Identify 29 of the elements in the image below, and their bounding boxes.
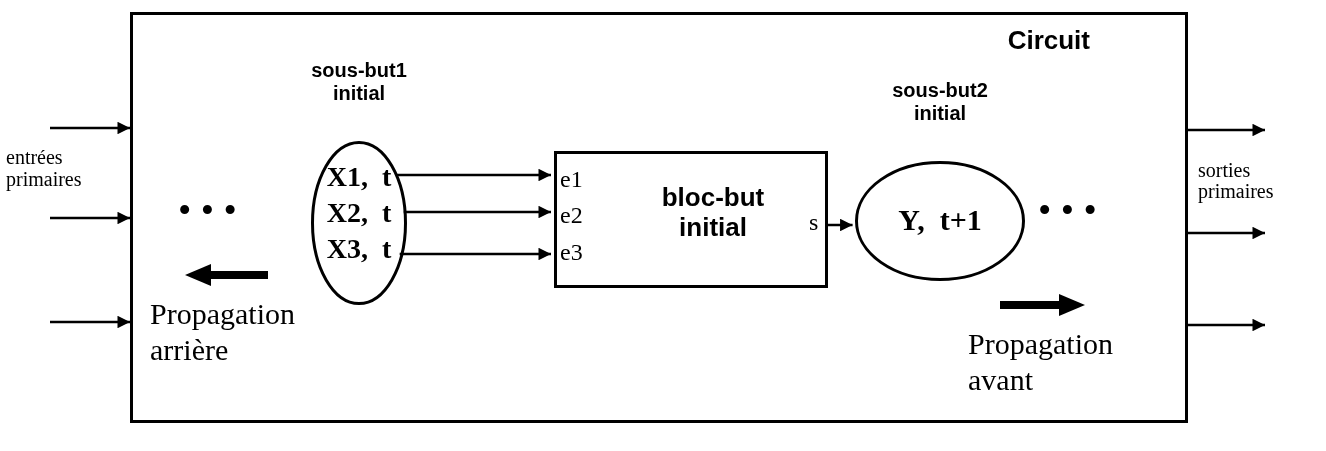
direction-label: Propagation avant [968,326,1114,398]
port-label: e2 [560,202,584,230]
signal-label: X1, t [325,161,393,194]
block-box [554,151,828,288]
arrow [1188,318,1265,332]
side-label: entrées primaires [6,146,83,190]
ellipse-heading: sous-but2 initial [891,79,989,125]
arrow [396,168,551,182]
signal-label: X2, t [325,197,393,230]
port-label: e3 [560,239,584,267]
signal-label: Y, t+1 [897,203,983,238]
arrow [1188,226,1265,240]
arrow [1188,123,1265,137]
direction-label: Propagation arrière [150,296,296,368]
circuit-box [130,12,1188,423]
ellipsis: • • • [178,188,238,233]
arrow [50,315,130,329]
block-title: bloc-but initial [660,183,766,243]
ellipse-heading: sous-but1 initial [310,59,408,105]
port-label: e1 [560,166,584,194]
ellipsis: • • • [1038,188,1098,233]
signal-label: X3, t [325,233,393,266]
port-label: s [809,209,820,237]
arrow [50,121,130,135]
side-label: sorties primaires [1198,160,1275,202]
circuit-title: Circuit [1006,26,1090,56]
arrow [825,218,853,232]
arrow [50,211,130,225]
arrow [399,247,551,261]
